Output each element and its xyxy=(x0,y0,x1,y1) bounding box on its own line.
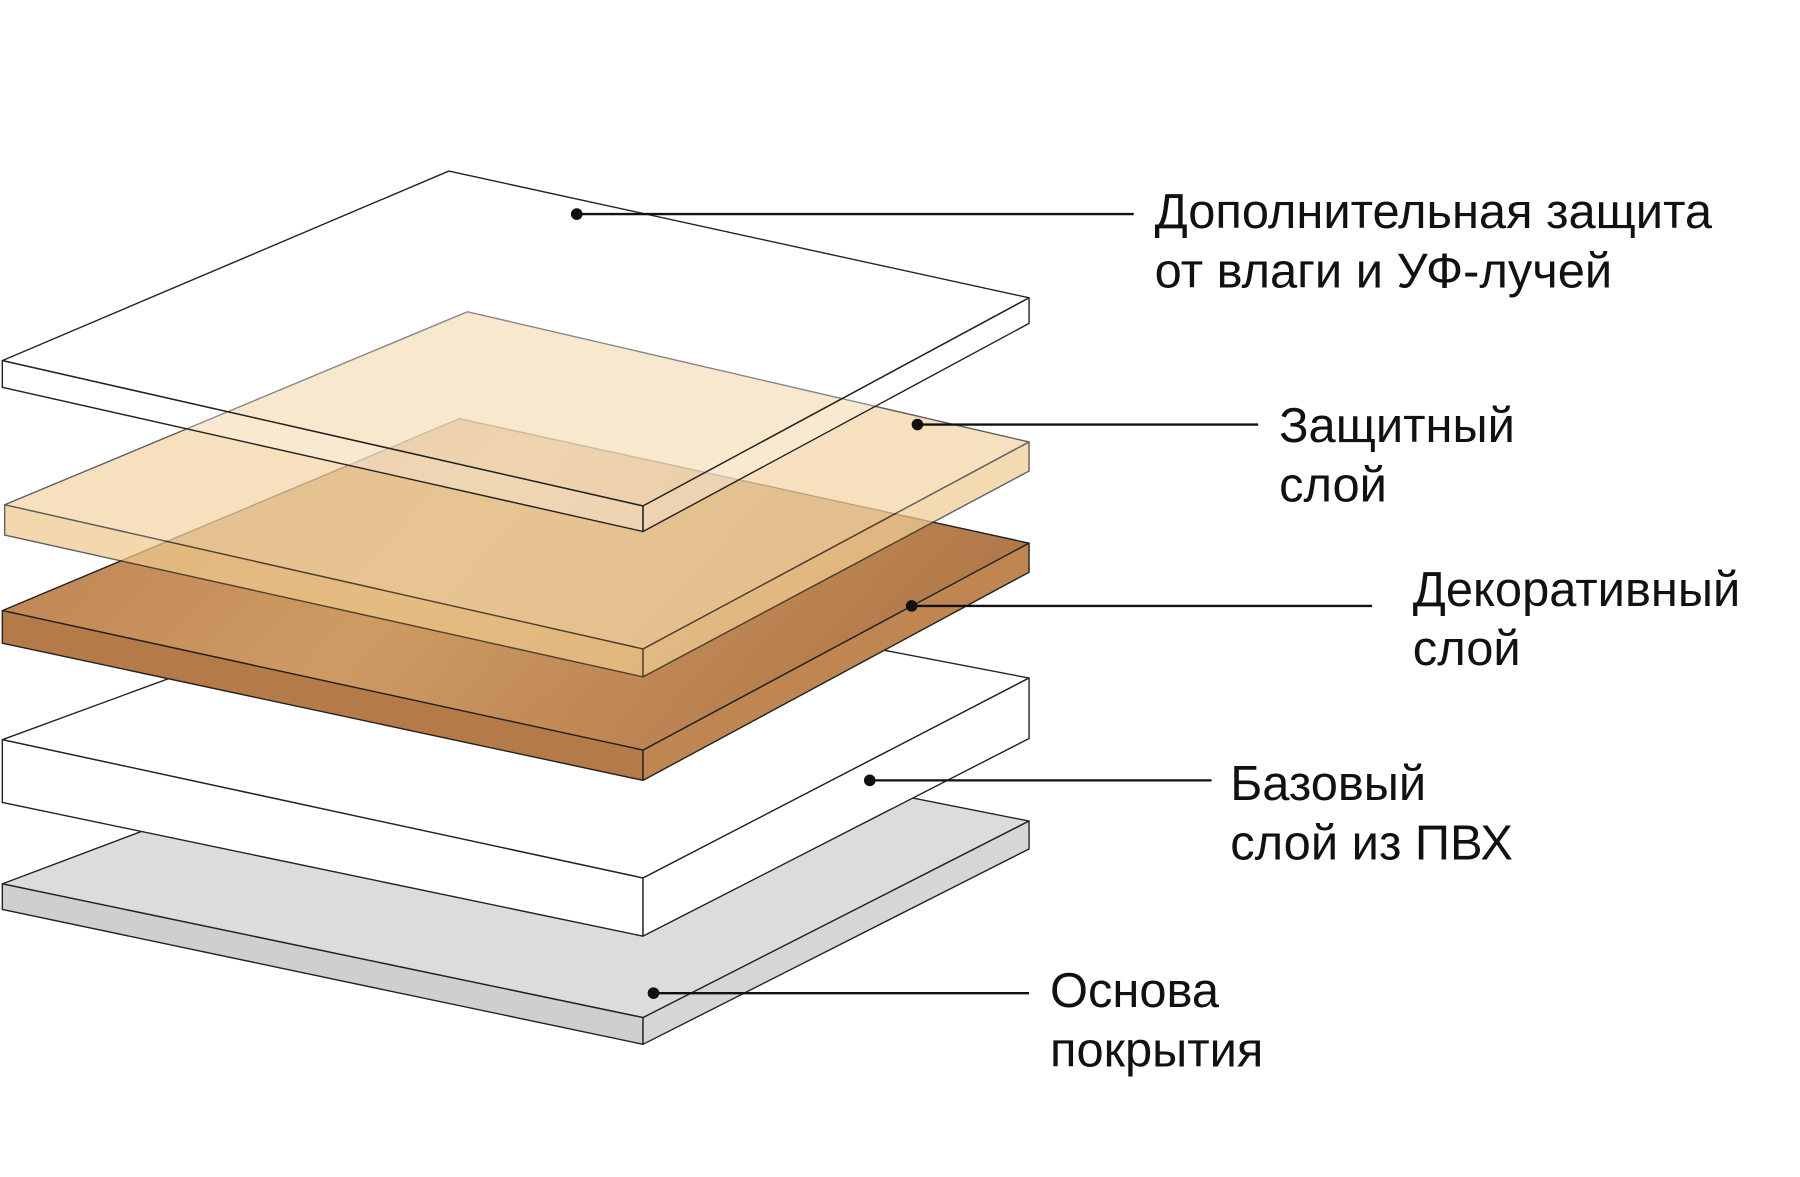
label-protective-line2: слой xyxy=(1279,458,1387,512)
label-backing-line1: Основа xyxy=(1050,964,1220,1018)
label-decorative-line1: Декоративный xyxy=(1413,563,1740,617)
label-pvc-line1: Базовый xyxy=(1230,757,1426,811)
label-decorative-line2: слой xyxy=(1413,622,1521,676)
label-uv-line2: от влаги и УФ-лучей xyxy=(1155,244,1613,298)
label-uv-line1: Дополнительная защита xyxy=(1155,185,1713,239)
label-pvc-line2: слой из ПВХ xyxy=(1230,816,1513,870)
protective-layer xyxy=(3,311,1030,678)
uv-protection-layer xyxy=(1,170,1030,533)
label-backing-line2: покрытия xyxy=(1050,1023,1263,1077)
label-protective-line1: Защитный xyxy=(1279,399,1515,453)
